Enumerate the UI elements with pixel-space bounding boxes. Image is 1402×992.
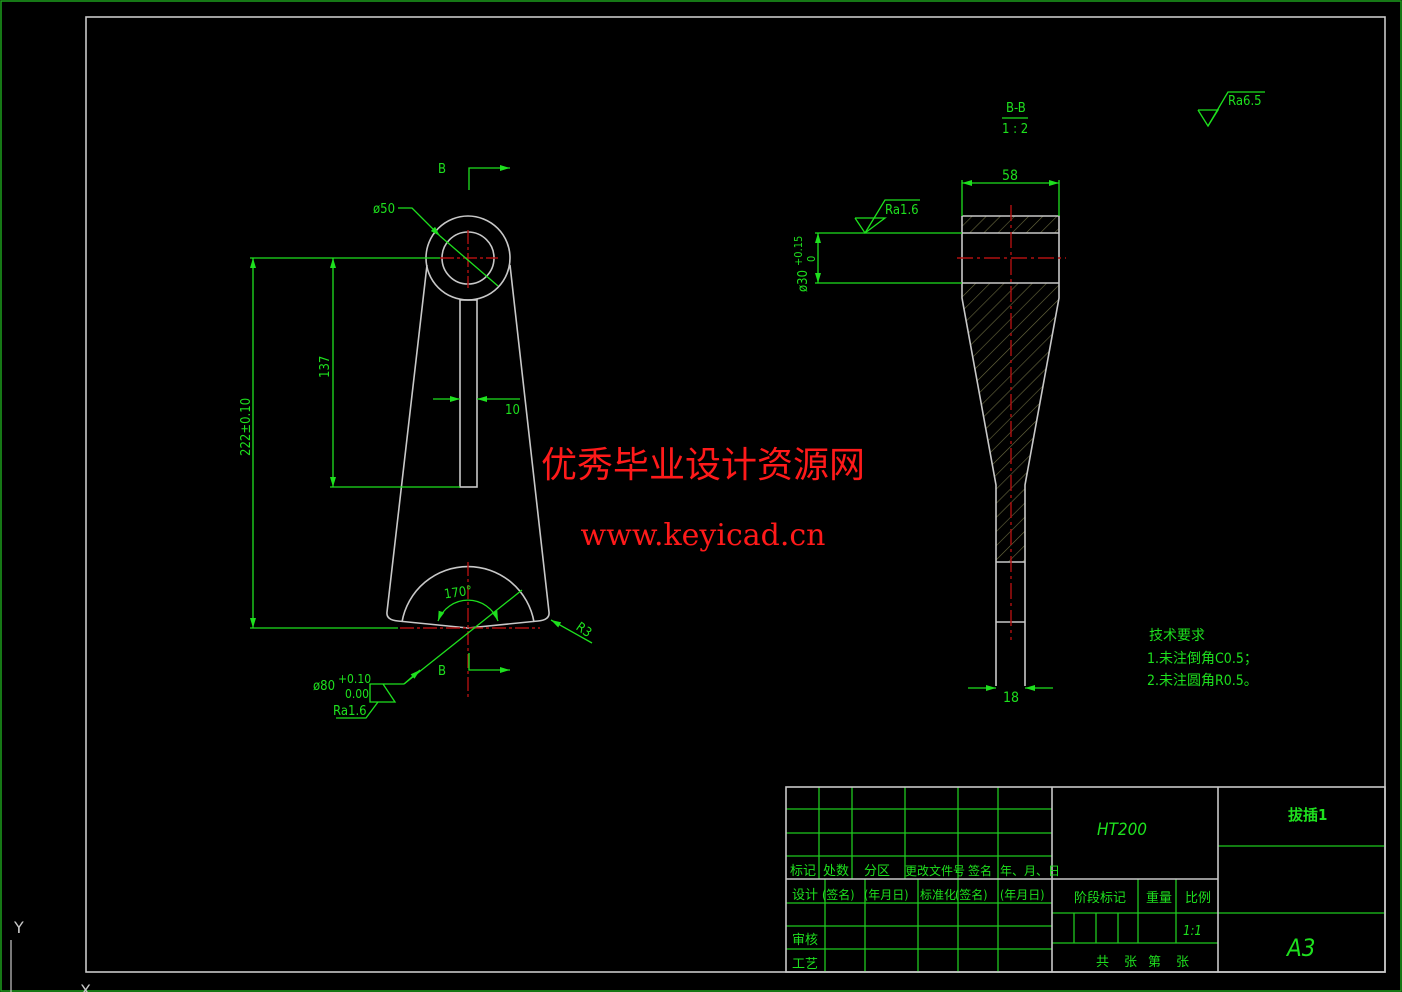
- tb-ratio: 比例: [1185, 891, 1211, 906]
- tb-design: 设计: [792, 888, 818, 903]
- tb-header-date: 年、月、日: [1000, 864, 1060, 878]
- section-title: B-B: [1006, 101, 1026, 116]
- section-scale: 1 : 2: [1002, 122, 1028, 137]
- tb-weight: 重量: [1146, 890, 1172, 906]
- section-label-b-top: B: [438, 162, 446, 177]
- height-total-label: 222±0.10: [239, 398, 254, 456]
- tb-standard: 标准化: [920, 888, 956, 902]
- tb-header-count: 处数: [823, 864, 849, 879]
- tb-sheet-size: A3: [1285, 934, 1316, 962]
- tb-review: 审核: [792, 933, 818, 948]
- bore-tol-upper: +0.15: [792, 236, 805, 266]
- radius-label: R3: [573, 620, 594, 641]
- slot-width-label: 10: [505, 403, 520, 418]
- tb-sheets-unit2: 张: [1176, 955, 1189, 970]
- tb-design-date: (年月日): [864, 888, 908, 902]
- tb-part-name: 拔插1: [1288, 806, 1327, 824]
- tb-sheets-unit1: 张: [1124, 955, 1137, 970]
- tb-design-sign: (签名): [822, 887, 854, 902]
- height-slot-label: 137: [318, 356, 333, 378]
- dia-80-tol-lower: 0.00: [345, 687, 369, 701]
- tech-item: 2.未注圆角R0.5。: [1147, 673, 1258, 689]
- watermark-url: www.keyicad.cn: [580, 518, 825, 553]
- tb-header-docno: 更改文件号: [905, 863, 965, 878]
- dia-80-label: ø80: [313, 679, 335, 694]
- tech-title: 技术要求: [1149, 628, 1205, 644]
- roughness-bottom-label: Ra1.6: [333, 704, 367, 719]
- angle-label: 170°: [443, 584, 473, 603]
- tb-scale-value: 1:1: [1183, 924, 1202, 939]
- tech-item: 1.未注倒角C0.5；: [1147, 651, 1258, 667]
- inner-frame: [85, 16, 1386, 973]
- ucs-y-label: Y: [13, 918, 24, 937]
- title-block: 标记 处数 分区 更改文件号 签名 年、月、日 设计 (签名) (年月日) 标准…: [785, 786, 1386, 973]
- tb-sheets-total: 共: [1096, 955, 1109, 970]
- tb-standard-date: (年月日): [1000, 888, 1044, 902]
- slot: [459, 299, 478, 488]
- dia-80-tol-upper: +0.10: [338, 672, 371, 686]
- tb-header-sign: 签名: [968, 863, 992, 878]
- tb-stage-mark: 阶段标记: [1074, 891, 1126, 906]
- tech-requirements: 技术要求 1.未注倒角C0.5； 2.未注圆角R0.5。: [1147, 628, 1258, 689]
- bore-tol-lower: 0: [805, 256, 818, 262]
- section-hatch-top: [962, 216, 1059, 233]
- tb-process: 工艺: [792, 957, 818, 972]
- general-roughness-label: Ra6.5: [1228, 94, 1262, 109]
- tb-sheets-no: 第: [1148, 955, 1161, 970]
- tb-standard-sign: (签名): [955, 887, 987, 902]
- bore-dia-label: ø30: [796, 270, 811, 292]
- tb-material: HT200: [1097, 820, 1147, 840]
- tb-header-zone: 分区: [864, 864, 890, 879]
- front-view: B B ø50 222±0.10 137 10 170° R3 ø80 +0.1…: [239, 162, 594, 719]
- width-18-label: 18: [1003, 690, 1019, 706]
- section-label-b-bottom: B: [438, 664, 446, 679]
- tb-header-mark: 标记: [790, 864, 816, 879]
- roughness-bore-label: Ra1.6: [885, 203, 919, 218]
- width-58-label: 58: [1002, 168, 1018, 184]
- ucs-x-label: X: [80, 981, 91, 992]
- watermark-title: 优秀毕业设计资源网: [541, 445, 865, 486]
- dia-50-label: ø50: [373, 202, 395, 217]
- section-view: B-B 1 : 2 58 18 ø30 +0.15 0 Ra1.6: [792, 91, 1265, 706]
